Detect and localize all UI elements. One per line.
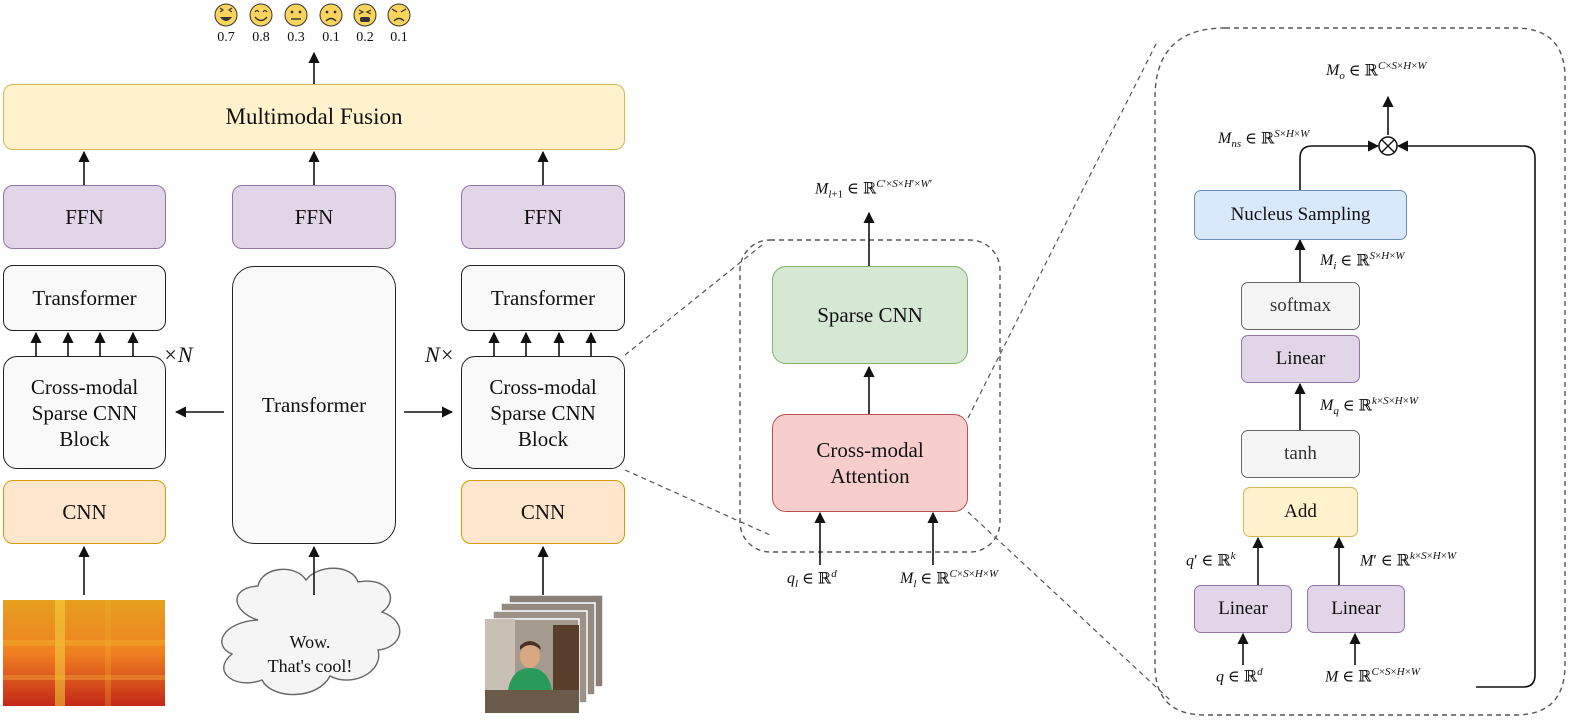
softmax-box: softmax xyxy=(1241,282,1360,330)
add-box: Add xyxy=(1243,487,1358,537)
linear-box-query: Linear xyxy=(1194,585,1292,633)
smiling-face-icon xyxy=(249,3,273,27)
attention-zoom-container xyxy=(1154,27,1566,716)
multimodal-fusion-box: Multimodal Fusion xyxy=(3,84,625,150)
cross-modal-block-video: Cross-modal Sparse CNN Block xyxy=(461,356,625,469)
label-q: q ∈ ℝd xyxy=(1216,666,1263,686)
transformer-text-box: Transformer xyxy=(232,266,396,544)
cnn-audio-box: CNN xyxy=(3,480,166,544)
emotion-icons xyxy=(214,3,411,27)
text-input-utterance: Wow. That's cool! xyxy=(267,632,353,676)
laughing-face-icon xyxy=(214,3,238,27)
emotion-score: 0.8 xyxy=(252,30,270,45)
ffn-text-box: FFN xyxy=(232,185,396,249)
zoom-line xyxy=(967,511,1171,701)
nucleus-sampling-box: Nucleus Sampling xyxy=(1194,190,1407,240)
cnn-video-box: CNN xyxy=(461,480,625,544)
audio-spectrogram xyxy=(3,600,165,706)
label-m-ns: Mns ∈ ℝS×H×W xyxy=(1218,128,1310,151)
sparse-cnn-box: Sparse CNN xyxy=(772,266,968,364)
label-m-prime: M′ ∈ ℝk×S×H×W xyxy=(1360,550,1457,570)
label-m-q: Mq ∈ ℝk×S×H×W xyxy=(1320,395,1419,418)
label-m-o: Mo ∈ ℝC×S×H×W xyxy=(1326,60,1427,83)
ffn-video-box: FFN xyxy=(461,185,625,249)
arrows-block-detail xyxy=(814,211,939,565)
neutral-face-icon xyxy=(284,3,308,27)
repeat-n-left: ×N xyxy=(163,342,193,367)
text-input-cloud xyxy=(221,567,401,696)
emotion-score: 0.1 xyxy=(322,30,340,45)
cross-modal-attention-box: Cross-modal Attention xyxy=(772,414,968,512)
arrows-main xyxy=(30,51,597,595)
block-zoom-container xyxy=(739,239,1001,553)
emotion-score: 0.3 xyxy=(287,30,305,45)
elementwise-product-icon xyxy=(1378,136,1398,156)
label-q-l: ql ∈ ℝd xyxy=(787,568,837,591)
repeat-n-right: N× xyxy=(425,342,455,367)
label-q-prime: q′ ∈ ℝk xyxy=(1186,550,1236,570)
label-m-l-plus-1: Ml+1 ∈ ℝC′×S×H′×W′ xyxy=(815,178,933,201)
linear-box-feature: Linear xyxy=(1307,585,1405,633)
linear-box-upper: Linear xyxy=(1241,335,1360,383)
tanh-box: tanh xyxy=(1241,430,1360,478)
zoom-line xyxy=(967,39,1159,419)
emotion-score: 0.1 xyxy=(390,30,408,45)
label-m-i: Mi ∈ ℝS×H×W xyxy=(1320,250,1405,273)
zoom-line xyxy=(624,469,771,536)
emotion-score: 0.7 xyxy=(217,30,235,45)
transformer-audio-box: Transformer xyxy=(3,265,166,331)
distressed-face-icon xyxy=(353,3,377,27)
arrows-attention-detail xyxy=(1237,95,1536,688)
transformer-video-box: Transformer xyxy=(461,265,625,331)
video-frames xyxy=(484,594,604,714)
cross-modal-block-audio: Cross-modal Sparse CNN Block xyxy=(3,356,166,469)
emotion-score: 0.2 xyxy=(356,30,374,45)
zoom-line xyxy=(624,244,763,356)
ffn-audio-box: FFN xyxy=(3,185,166,249)
label-m-l: Ml ∈ ℝC×S×H×W xyxy=(900,568,999,591)
label-m: M ∈ ℝC×S×H×W xyxy=(1325,666,1421,686)
sad-face-icon xyxy=(319,3,343,27)
angry-face-icon xyxy=(387,3,411,27)
